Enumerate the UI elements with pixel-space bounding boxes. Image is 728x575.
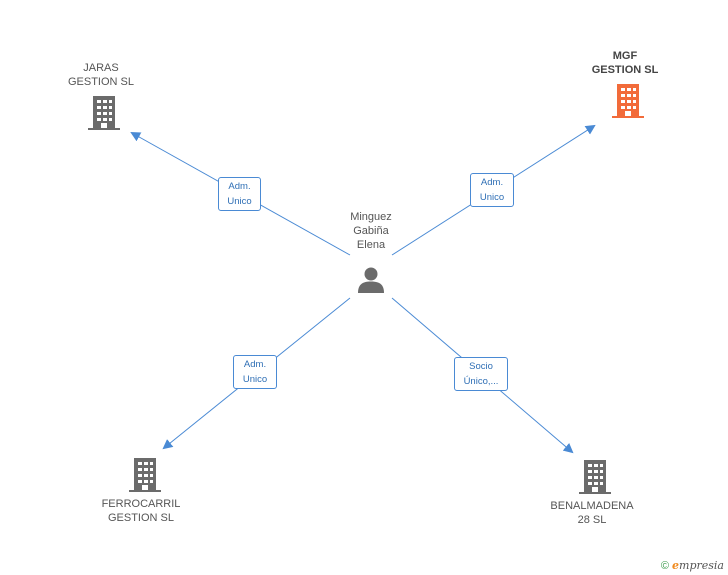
node-mgf-label[interactable]: MGF GESTION SL xyxy=(591,50,659,76)
center-person-name[interactable]: Minguez Gabiña Elena xyxy=(350,211,392,251)
building-icon[interactable] xyxy=(612,84,644,118)
building-icon[interactable] xyxy=(88,96,120,130)
node-ferrocarril-label[interactable]: FERROCARRIL GESTION SL xyxy=(101,498,181,524)
person-icon[interactable] xyxy=(357,265,385,293)
brand-name: empresia xyxy=(672,559,724,572)
empresia-logo: © empresia xyxy=(661,559,724,572)
edge-label-ferrocarril[interactable]: Adm. Unico xyxy=(233,355,277,389)
building-icon[interactable] xyxy=(579,460,611,494)
copyright-symbol: © xyxy=(660,560,669,572)
node-jaras-label[interactable]: JARAS GESTION SL xyxy=(67,62,135,88)
building-icon[interactable] xyxy=(129,458,161,492)
node-benalmadena-label[interactable]: BENALMADENA 28 SL xyxy=(550,500,634,526)
edge-label-jaras[interactable]: Adm. Unico xyxy=(218,177,261,211)
edge-label-mgf[interactable]: Adm. Unico xyxy=(470,173,514,207)
edge-label-benalmadena[interactable]: Socio Único,... xyxy=(454,357,508,391)
